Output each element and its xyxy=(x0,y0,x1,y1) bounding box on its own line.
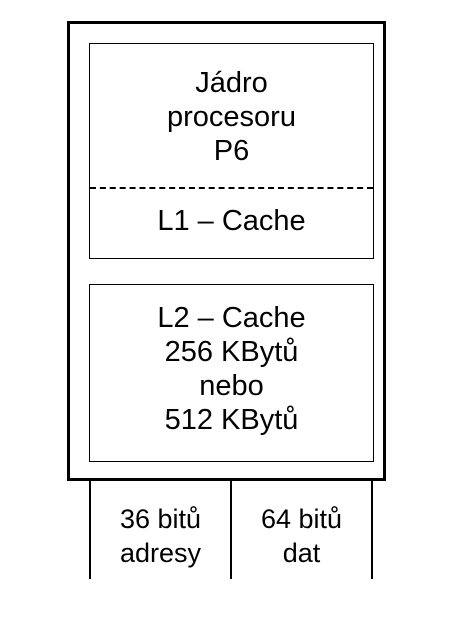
l2-label-line-4: 512 KBytů xyxy=(164,404,299,436)
l2-label-line-2: 256 KBytů xyxy=(164,336,299,368)
data-bus-label: 64 bitů dat xyxy=(232,502,371,570)
core-label-line-2: procesoru xyxy=(167,101,296,133)
l2-cache-box: L2 – Cache 256 KBytů nebo 512 KBytů xyxy=(89,284,374,462)
processor-package xyxy=(67,21,386,481)
core-label-line-3: P6 xyxy=(213,135,250,167)
data-bus-label-line-2: dat xyxy=(282,538,321,568)
data-bus-right-line xyxy=(371,481,373,579)
dashed-divider xyxy=(90,187,373,189)
address-bus-label: 36 bitů adresy xyxy=(91,502,230,570)
data-bus-label-line-1: 64 bitů xyxy=(260,504,343,534)
l2-cache-label: L2 – Cache 256 KBytů nebo 512 KBytů xyxy=(90,301,373,437)
bus-middle-line xyxy=(230,481,232,579)
core-label: Jádro procesoru P6 xyxy=(90,66,373,168)
address-bus-label-line-2: adresy xyxy=(119,538,202,568)
l2-label-line-1: L2 – Cache xyxy=(157,302,306,334)
address-bus-left-line xyxy=(89,481,91,579)
l1-cache-label: L1 – Cache xyxy=(157,205,306,237)
processor-core-box: Jádro procesoru P6 L1 – Cache xyxy=(89,43,374,259)
l2-label-line-3: nebo xyxy=(199,370,264,402)
address-bus-label-line-1: 36 bitů xyxy=(119,504,202,534)
core-label-line-1: Jádro xyxy=(195,67,268,99)
